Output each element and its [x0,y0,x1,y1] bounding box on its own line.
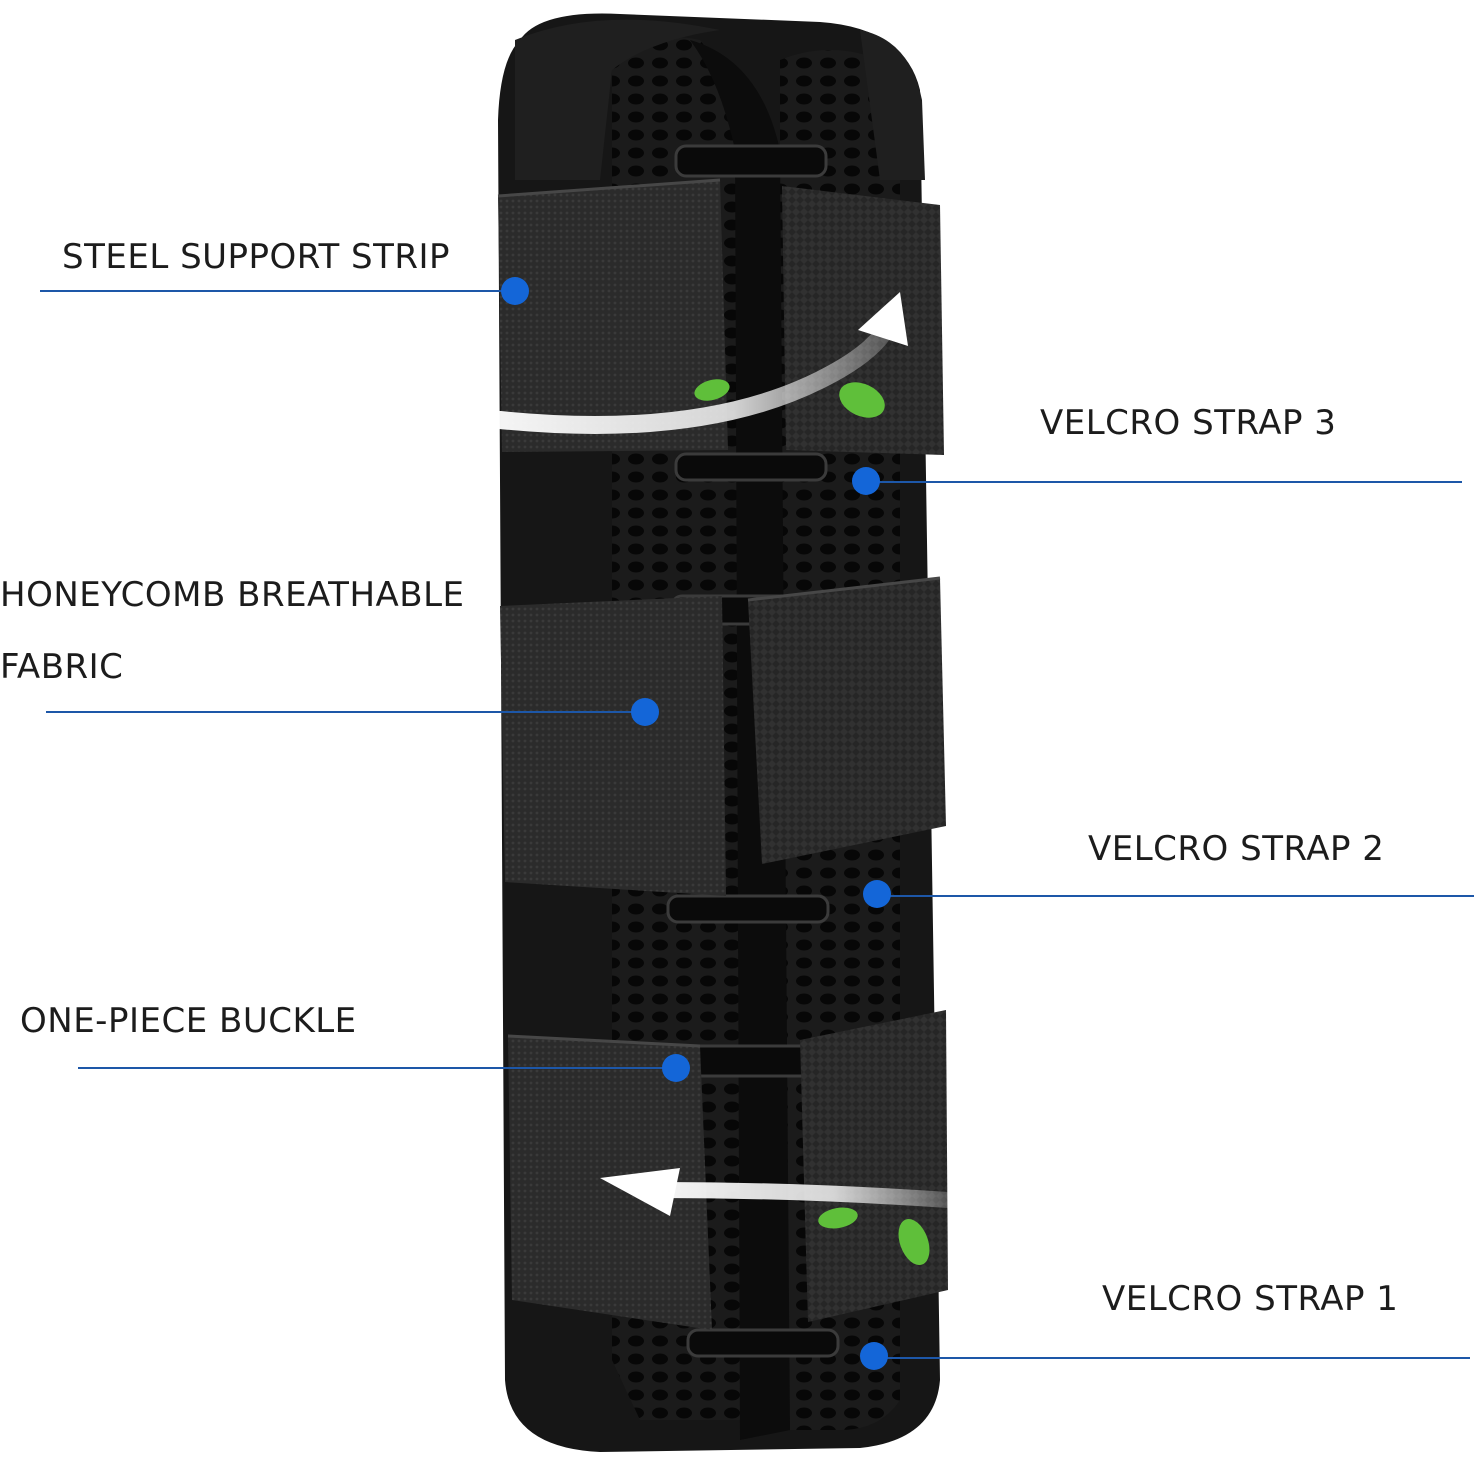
label-velcro-strap-1: VELCRO STRAP 1 [1102,1279,1399,1319]
label-one-piece-buckle: ONE-PIECE BUCKLE [20,1001,357,1041]
label-velcro-strap-2: VELCRO STRAP 2 [1088,829,1385,869]
label-velcro-strap-3: VELCRO STRAP 3 [1040,403,1337,443]
buckles [666,144,842,1358]
label-steel-support-strip: STEEL SUPPORT STRIP [62,237,451,277]
callout-velcro-strap-3 [852,467,1462,495]
callout-velcro-strap-1 [860,1342,1470,1370]
airflow-arrow-icon [491,292,956,1216]
label-honeycomb-line2: FABRIC [0,647,124,687]
callout-honeycomb-breathable-fabric [46,698,659,726]
callout-velcro-strap-2 [863,880,1474,908]
velcro-strap-2-graphic [500,576,946,896]
leaf-icon [694,379,930,1266]
label-honeycomb-line1: HONEYCOMB BREATHABLE [0,575,465,615]
callout-one-piece-buckle [78,1054,690,1082]
callout-steel-support-strip [40,277,529,305]
